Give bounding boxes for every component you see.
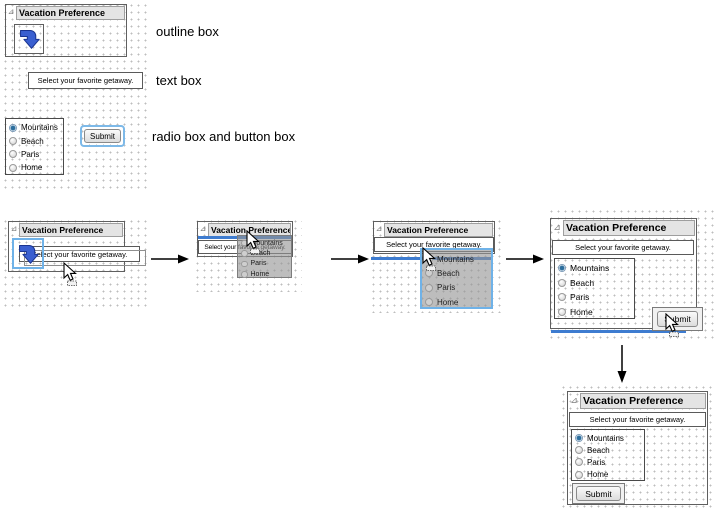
submit-button[interactable]: Submit	[84, 129, 121, 143]
radio-option-mountains[interactable]: Mountains	[558, 261, 631, 276]
radio-icon	[575, 458, 583, 467]
radio-option-beach[interactable]: Beach	[558, 276, 631, 291]
step4-text-box[interactable]: Select your favorite getaway.	[552, 240, 694, 255]
radio-option-beach[interactable]: Beach	[9, 134, 60, 147]
panel-title: Vacation Preference	[19, 223, 123, 237]
radio-option-paris[interactable]: Paris	[575, 456, 641, 468]
insert-arrow-icon	[19, 244, 39, 264]
final-text-box[interactable]: Select your favorite getaway.	[569, 412, 706, 427]
radio-option-home[interactable]: Home	[9, 161, 60, 174]
drag-outline	[24, 250, 146, 266]
collapse-triangle-icon[interactable]: ⊿	[553, 222, 561, 232]
ghost-option: Paris	[241, 259, 288, 269]
insert-arrow-icon	[20, 30, 40, 49]
radio-box-sample: Mountains Beach Paris Home	[5, 118, 64, 175]
radio-icon	[575, 446, 583, 455]
step4-panel: ⊿ Vacation Preference	[550, 218, 697, 329]
radio-icon	[9, 163, 17, 172]
radio-option-paris[interactable]: Paris	[9, 148, 60, 161]
radio-option-mountains[interactable]: Mountains	[575, 432, 641, 444]
final-button-box: Submit	[572, 483, 625, 504]
radio-icon	[425, 298, 433, 307]
collapse-triangle-icon[interactable]: ⊿	[375, 224, 383, 233]
radio-icon	[241, 260, 248, 268]
collapse-triangle-icon[interactable]: ⊿	[7, 7, 15, 16]
drag-cursor-icon	[665, 313, 679, 337]
text-box-sample[interactable]: Select your favorite getaway.	[28, 72, 143, 89]
radio-option-paris[interactable]: Paris	[558, 290, 631, 305]
radio-selected-icon	[575, 434, 583, 443]
insert-arrow-widget[interactable]	[14, 24, 44, 54]
final-panel: ⊿ Vacation Preference	[567, 391, 708, 505]
radio-selected-icon	[558, 264, 566, 273]
panel-title: Vacation Preference	[16, 6, 125, 20]
panel-title: Vacation Preference	[384, 223, 493, 237]
collapse-triangle-icon[interactable]: ⊿	[570, 395, 578, 405]
drag-cursor-icon	[63, 262, 77, 286]
radio-icon	[558, 293, 566, 302]
legend-outline-box: outline box	[156, 24, 219, 39]
ghost-option: Home	[425, 295, 488, 309]
outline-box-sample-panel: ⊿ Vacation Preference	[5, 4, 127, 57]
final-radio-box: Mountains Beach Paris Home	[571, 429, 645, 481]
ghost-option: Paris	[425, 281, 488, 295]
flow-arrow-right-1-icon	[151, 254, 189, 264]
radio-icon	[558, 278, 566, 287]
radio-option-home[interactable]: Home	[575, 469, 641, 481]
submit-button[interactable]: Submit	[576, 486, 621, 501]
flow-arrow-right-2-icon	[331, 254, 369, 264]
panel-header: ⊿ Vacation Preference	[374, 222, 494, 237]
radio-icon	[9, 150, 17, 159]
panel-header: ⊿ Vacation Preference	[6, 5, 126, 20]
insertion-line	[551, 330, 686, 333]
panel-title: Vacation Preference	[580, 393, 706, 409]
radio-icon	[425, 283, 433, 292]
panel-title: Vacation Preference	[563, 220, 695, 236]
radio-icon	[241, 271, 248, 278]
collapse-triangle-icon[interactable]: ⊿	[199, 224, 207, 233]
drag-cursor-icon	[246, 230, 260, 254]
radio-icon	[9, 137, 17, 146]
ghost-option: Home	[241, 269, 288, 279]
step1-selected-insert-widget[interactable]	[12, 238, 44, 269]
step4-radio-box: Mountains Beach Paris Home	[554, 258, 635, 319]
panel-header: ⊿ Vacation Preference	[551, 219, 696, 236]
panel-header: ⊿ Vacation Preference	[9, 222, 124, 237]
flow-arrow-right-3-icon	[506, 254, 544, 264]
legend-radio-button-box: radio box and button box	[152, 129, 296, 144]
panel-header: ⊿ Vacation Preference	[568, 392, 707, 409]
radio-icon	[575, 470, 583, 479]
ghost-option: Beach	[241, 248, 288, 258]
legend-text-box: text box	[156, 73, 202, 88]
radio-icon	[241, 250, 248, 257]
collapse-triangle-icon[interactable]: ⊿	[10, 224, 18, 233]
step2-dragged-radio-ghost: Mountains Beach Paris Home	[237, 235, 292, 278]
flow-arrow-down-icon	[617, 345, 627, 383]
radio-selected-icon	[9, 123, 17, 132]
submit-focus-ring: Submit	[80, 125, 125, 147]
radio-option-mountains[interactable]: Mountains	[9, 121, 60, 134]
radio-option-beach[interactable]: Beach	[575, 444, 641, 456]
radio-option-home[interactable]: Home	[558, 305, 631, 320]
drag-cursor-icon	[422, 247, 436, 271]
radio-icon	[558, 308, 566, 317]
